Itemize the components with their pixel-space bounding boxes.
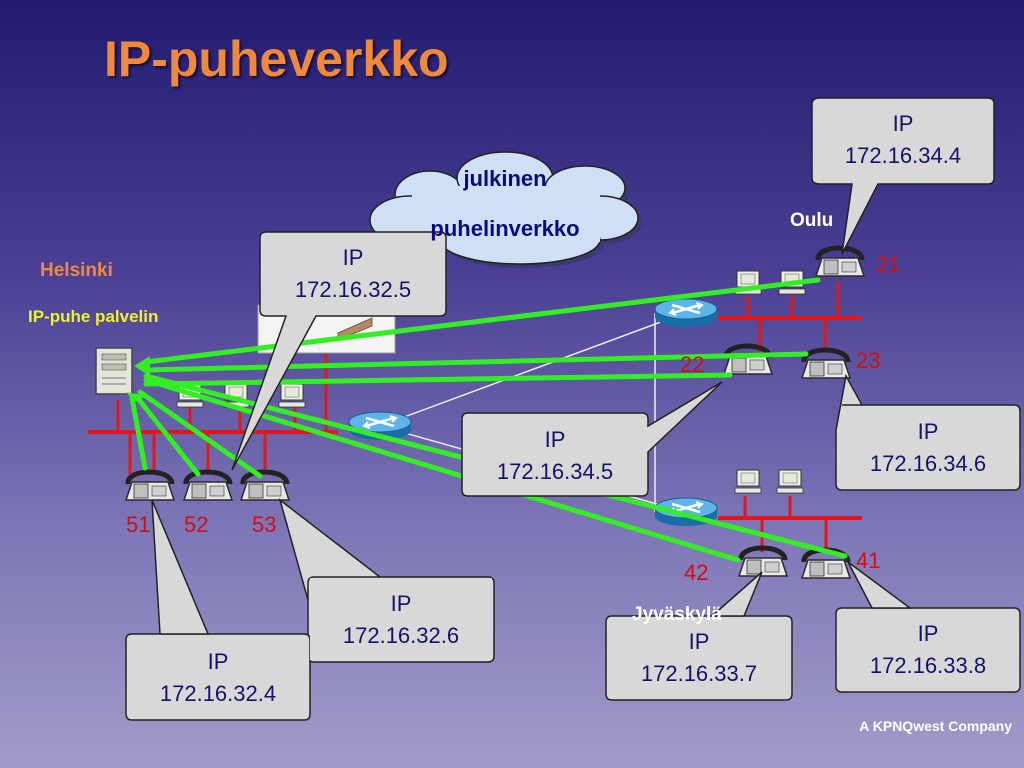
phone-42-icon xyxy=(739,548,787,576)
phone-23-icon xyxy=(802,350,850,378)
voip-server-icon xyxy=(95,347,133,395)
extension-51: 51 xyxy=(126,512,151,537)
extension-23: 23 xyxy=(856,348,881,373)
extension-42: 42 xyxy=(684,560,709,585)
pc-icon xyxy=(776,469,804,494)
pc-icon xyxy=(734,469,762,494)
extension-53: 53 xyxy=(252,512,277,537)
company-footer: A KPNQwest Company xyxy=(859,718,1012,734)
phone-51-icon xyxy=(126,472,174,500)
phone-22-icon xyxy=(724,346,772,374)
extension-22: 22 xyxy=(680,352,705,377)
extension-41: 41 xyxy=(856,548,881,573)
extension-52: 52 xyxy=(184,512,209,537)
extension-21: 21 xyxy=(876,252,901,277)
phone-21-icon xyxy=(816,248,864,276)
pc-icon xyxy=(278,383,306,408)
slide-title: IP-puheverkko xyxy=(104,31,449,87)
site-label-jyvaskyla: Jyväskylä xyxy=(632,604,722,625)
site-label-oulu: Oulu xyxy=(790,210,834,231)
phone-53-icon xyxy=(241,472,289,500)
server-label: IP-puhe palvelin xyxy=(28,307,159,326)
arrow-heads xyxy=(126,356,150,402)
site-label-helsinki: Helsinki xyxy=(40,260,113,281)
phone-52-icon xyxy=(184,472,232,500)
router-oulu-icon xyxy=(653,297,719,329)
